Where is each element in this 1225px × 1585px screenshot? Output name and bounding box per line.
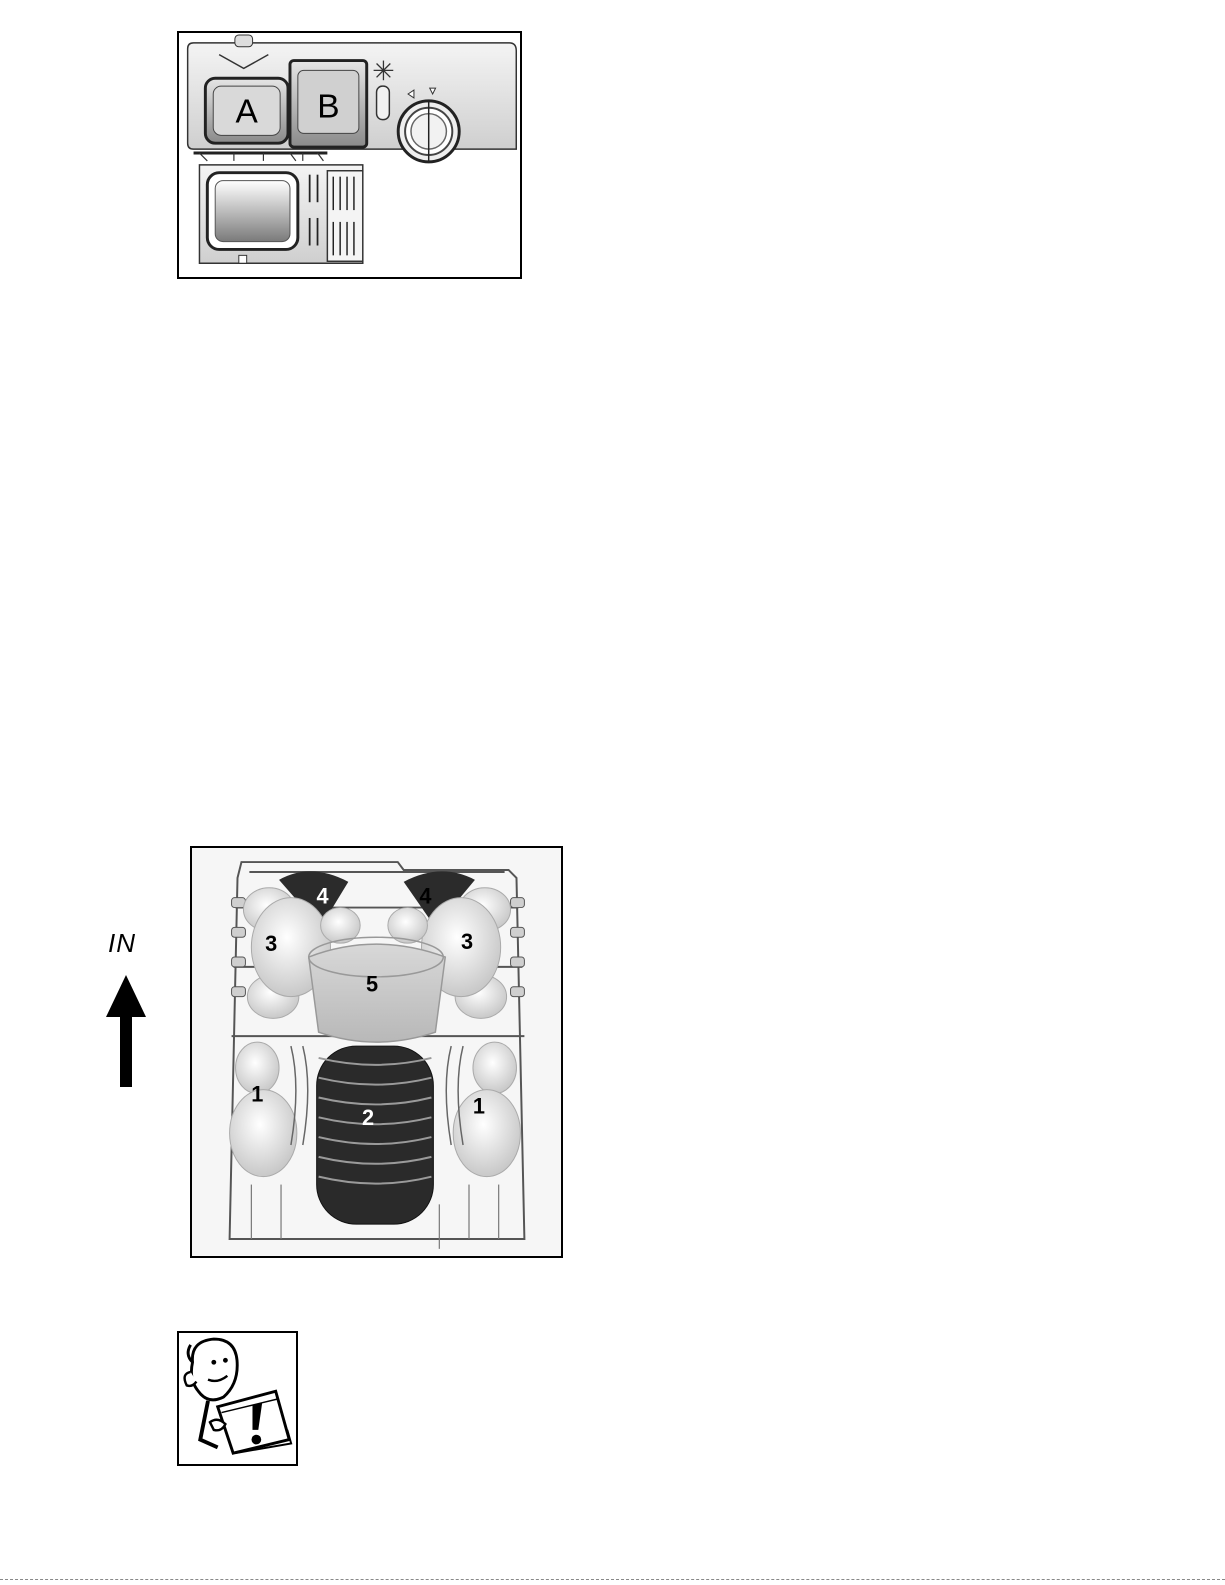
label-cups-right: 3 (461, 929, 473, 954)
note-figure (177, 1331, 298, 1466)
dial-icon (398, 101, 459, 162)
compartment-b-label: B (317, 89, 339, 126)
label-bowl-left: 4 (317, 884, 329, 909)
compartment-a-label: A (236, 94, 259, 131)
label-glass-bowl: 5 (366, 972, 378, 997)
reading-man-note-icon (179, 1333, 296, 1464)
label-plates: 2 (362, 1105, 374, 1130)
label-mugs-left: 1 (251, 1081, 263, 1106)
dispenser-figure: A B (177, 31, 522, 279)
label-cups-left: 3 (265, 931, 277, 956)
basket-loading-figure: 4 4 3 3 5 1 2 1 (190, 846, 563, 1258)
label-bowl-right: 4 (419, 884, 431, 909)
basket-illustration: 4 4 3 3 5 1 2 1 (192, 848, 561, 1256)
arrow-up-icon (106, 975, 146, 1087)
page-bottom-rule (0, 1579, 1225, 1580)
dispenser-illustration: A B (179, 33, 520, 277)
label-mugs-right: 1 (473, 1093, 485, 1118)
direction-label: IN (108, 928, 136, 959)
